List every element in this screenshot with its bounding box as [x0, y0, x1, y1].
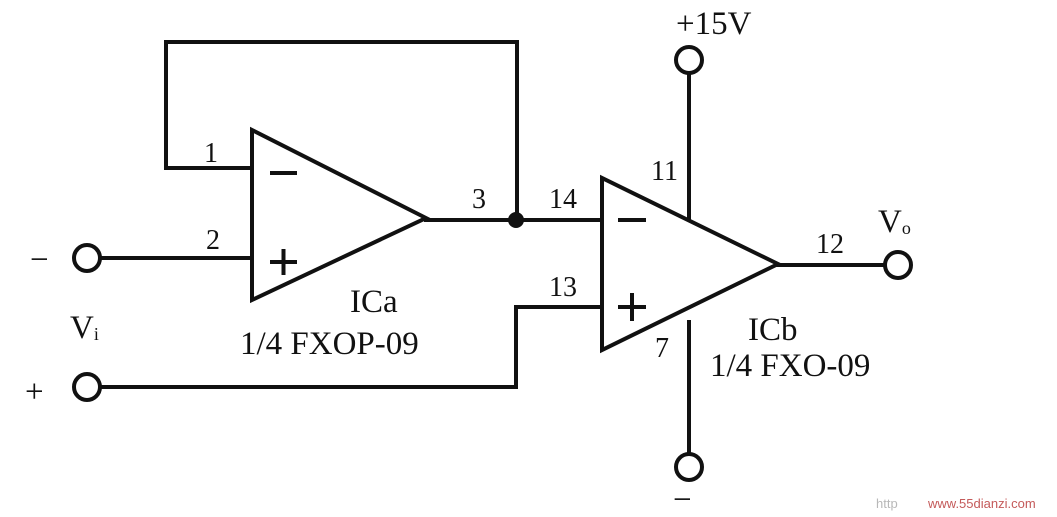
- feedback-wire: [164, 40, 519, 222]
- input-plus-wire: [100, 305, 604, 389]
- ica-name: ICa: [350, 284, 398, 320]
- input-plus-terminal-icon: [72, 372, 102, 402]
- junction-dot-icon: [508, 212, 524, 228]
- icb-pin-noninv-label: 13: [549, 272, 577, 303]
- output-voltage-label: Vo: [878, 204, 911, 240]
- vplus-terminal-icon: [674, 45, 704, 75]
- ica-part: 1/4 FXOP-09: [240, 326, 419, 362]
- watermark-prefix: http: [876, 496, 898, 511]
- icb-pin-inv-label: 14: [549, 184, 577, 215]
- input-voltage-label: Vi: [70, 310, 99, 346]
- icb-part: 1/4 FXO-09: [710, 348, 870, 384]
- output-terminal-icon: [883, 250, 913, 280]
- ica-pin-inv-label: 1: [204, 138, 218, 169]
- ica-pin-noninv-label: 2: [206, 225, 220, 256]
- icb-pin-out-label: 12: [816, 229, 844, 260]
- icb-pin-vminus-label: 7: [655, 333, 669, 364]
- ica-pin-out-label: 3: [472, 184, 486, 215]
- vminus-label: −: [673, 482, 692, 517]
- ica-op-amp-icon: [250, 126, 431, 304]
- icb-pin-vplus-label: 11: [651, 156, 678, 187]
- icb-name: ICb: [748, 312, 798, 348]
- vplus-label: +15V: [676, 6, 752, 42]
- input-minus-terminal-icon: [72, 243, 102, 273]
- vminus-terminal-icon: [674, 452, 704, 482]
- input-minus-sign-label: −: [30, 242, 49, 278]
- input-plus-sign-label: +: [25, 374, 44, 410]
- watermark-site: www.55dianzi.com: [927, 496, 1036, 511]
